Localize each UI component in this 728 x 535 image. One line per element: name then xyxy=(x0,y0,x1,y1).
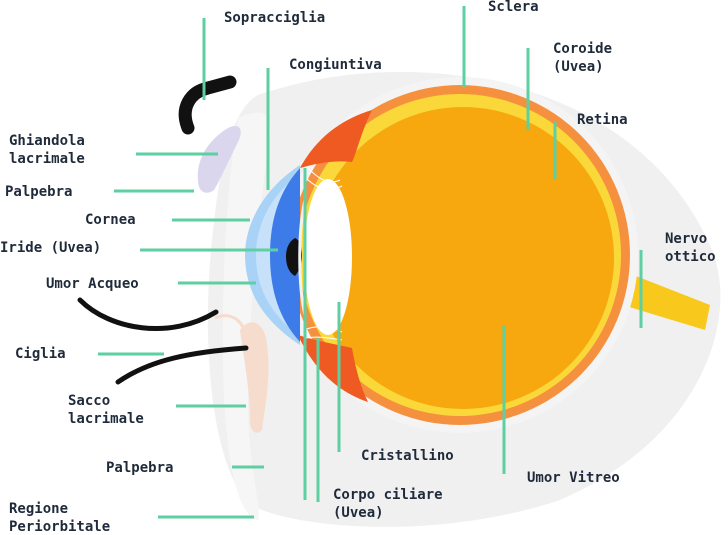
iris-shape xyxy=(270,168,300,342)
leader-lines xyxy=(98,6,643,519)
ciliary-body-lower xyxy=(298,335,368,402)
label-sacco: Sacco lacrimale xyxy=(68,393,144,427)
label-cristallino: Cristallino xyxy=(361,448,454,464)
lens-shape xyxy=(304,179,352,335)
label-umor-vitreo: Umor Vitreo xyxy=(527,470,620,486)
lacrimal-gland xyxy=(197,125,241,193)
label-sclera: Sclera xyxy=(488,0,539,15)
pupil-shape xyxy=(286,238,302,276)
eyelash-upper xyxy=(77,297,219,331)
label-cornea: Cornea xyxy=(85,212,136,228)
label-congiuntiva: Congiuntiva xyxy=(289,57,382,73)
eyelash-lower xyxy=(115,345,249,385)
label-ghiandola: Ghiandola lacrimale xyxy=(9,133,85,167)
ciliary-body-upper xyxy=(300,110,372,168)
label-retina: Retina xyxy=(577,112,628,128)
label-corpo-ciliare: Corpo ciliare (Uvea) xyxy=(333,487,443,521)
label-iride: Iride (Uvea) xyxy=(0,240,102,256)
label-nervo: Nervo ottico xyxy=(665,231,716,265)
eyebrow xyxy=(178,75,237,135)
label-coroide: Coroide (Uvea) xyxy=(553,41,613,75)
vitreous-body xyxy=(312,107,614,409)
label-regione: Regione Periorbitale xyxy=(9,501,111,535)
label-ciglia: Ciglia xyxy=(15,346,66,362)
label-sopracciglia: Sopracciglia xyxy=(224,10,326,26)
label-umor-acqueo: Umor Acqueo xyxy=(46,276,139,292)
label-palpebra-bottom: Palpebra xyxy=(106,460,174,476)
label-palpebra-top: Palpebra xyxy=(5,184,73,200)
